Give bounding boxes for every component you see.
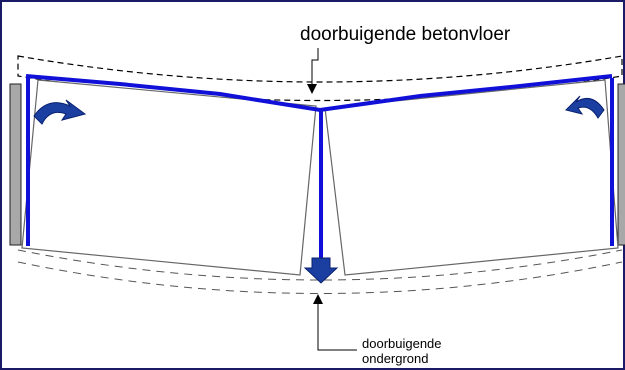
left-rotation-arrow-icon [33,99,87,125]
right-wall [617,83,625,246]
subsoil-dashed-line-1 [17,249,623,281]
right-rotation-arrow-icon [565,95,605,119]
top-leader-arrowhead [307,84,317,94]
bottom-leader-line [317,300,357,351]
top-label: doorbuigende betonvloer [300,24,511,45]
down-arrow-icon [303,257,339,284]
right-slab-panel [324,79,619,276]
subsoil-dashed-line-2 [17,261,623,294]
top-leader-line [311,48,319,88]
left-wall [9,83,22,246]
bottom-label-line2: ondergrond [362,351,429,366]
bottom-leader-arrowhead [313,294,323,304]
bottom-label-line1: doorbuigende [362,336,442,351]
